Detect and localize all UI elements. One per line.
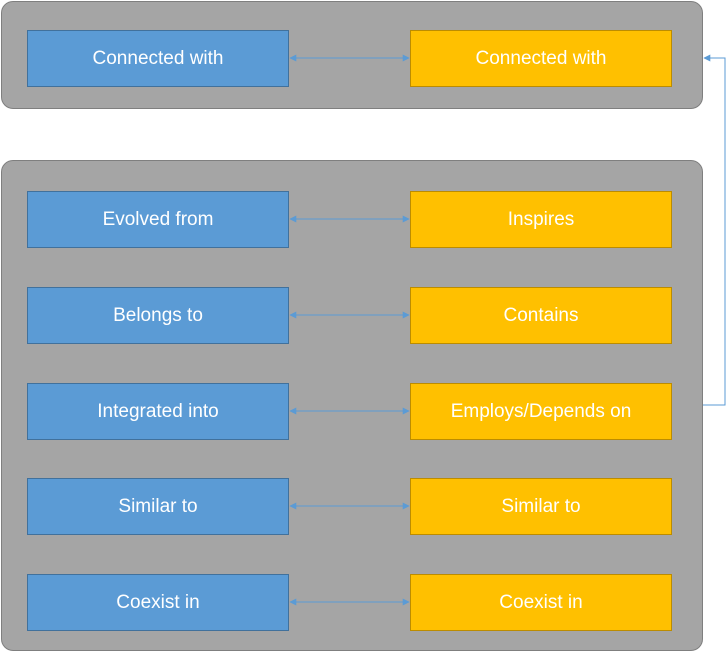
integrated-into-box: Integrated into [27,383,289,440]
similar-to-right-box: Similar to [410,478,672,535]
similar-to-left-box: Similar to [27,478,289,535]
evolved-from-box: Evolved from [27,191,289,248]
contains-box: Contains [410,287,672,344]
employs-depends-on-box: Employs/Depends on [410,383,672,440]
belongs-to-box: Belongs to [27,287,289,344]
coexist-in-left-box: Coexist in [27,574,289,631]
connected-with-left-box: Connected with [27,30,289,87]
coexist-in-right-box: Coexist in [410,574,672,631]
group-link-arrow [703,54,726,406]
inspires-box: Inspires [410,191,672,248]
connected-with-right-box: Connected with [410,30,672,87]
